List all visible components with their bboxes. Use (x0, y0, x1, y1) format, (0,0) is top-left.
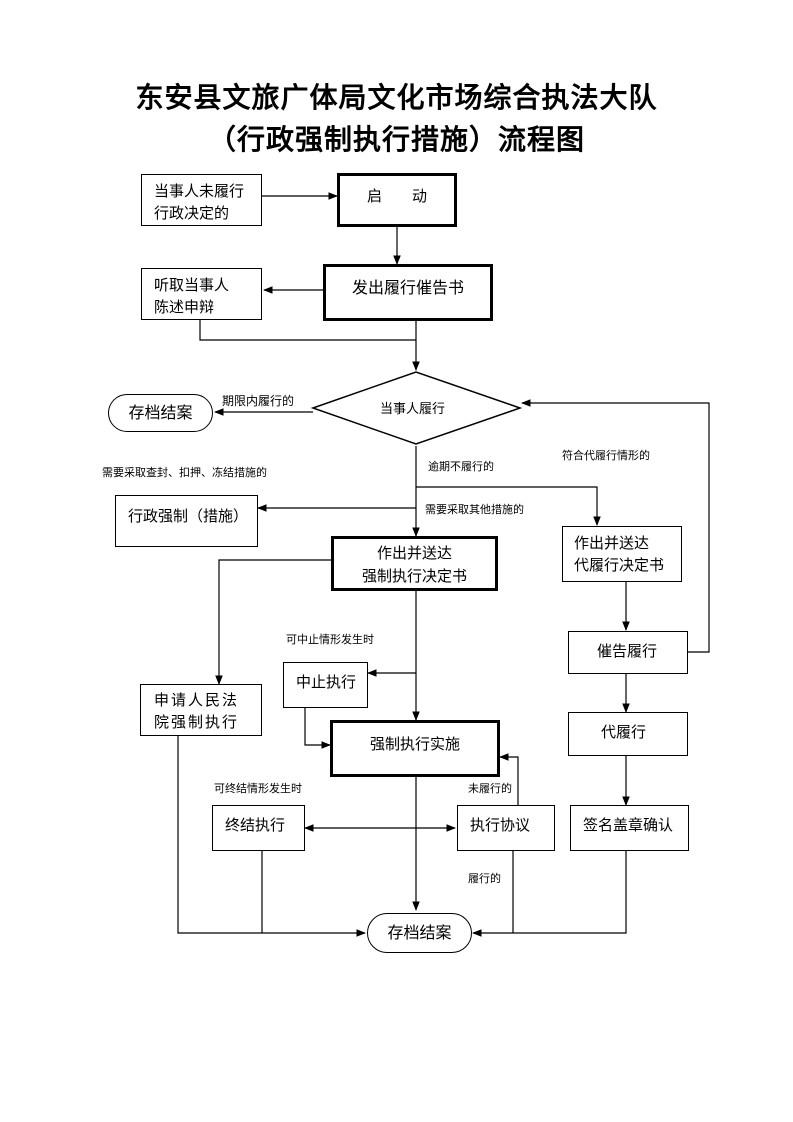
edge-branch-substitute (416, 486, 601, 526)
node-not-fulfilled: 当事人未履行 行政决定的 (141, 174, 262, 226)
node-apply-court-line1: 申请人民法 (154, 691, 240, 709)
node-apply-court-line2: 院强制执行 (154, 713, 240, 731)
edge-sign-archive (513, 851, 627, 934)
node-terminate-label: 终结执行 (225, 816, 286, 834)
node-apply-court: 申请人民法 院强制执行 (140, 684, 262, 736)
node-admin-coercion: 行政强制（措施） (115, 495, 258, 547)
node-hear-line1: 听取当事人 (154, 276, 230, 294)
node-sub-decision-line1: 作出并送达 (574, 534, 650, 552)
node-issue-notice: 发出履行催告书 (323, 264, 493, 321)
node-issue-notice-label: 发出履行催告书 (351, 278, 464, 297)
node-agreement: 执行协议 (457, 805, 555, 851)
label-can-terminate: 可终结情形发生时 (214, 782, 302, 795)
node-make-decision: 作出并送达 强制执行决定书 (331, 536, 498, 591)
node-make-substitute-decision: 作出并送达 代履行决定书 (562, 526, 682, 582)
edge-urge-diamond (521, 399, 710, 653)
label-substitute-case: 符合代履行情形的 (562, 449, 650, 462)
node-suspend: 中止执行 (283, 662, 368, 708)
label-performed: 履行的 (468, 872, 501, 885)
node-archive-bottom: 存档结案 (367, 913, 472, 953)
node-start-label: 启 动 (366, 187, 427, 205)
label-not-performed: 未履行的 (468, 782, 512, 795)
node-hear-statement: 听取当事人 陈述申辩 (141, 268, 262, 320)
node-sign-seal: 签名盖章确认 (570, 805, 689, 851)
node-not-fulfilled-line2: 行政决定的 (154, 204, 230, 222)
node-urge-label: 催告履行 (597, 642, 658, 660)
node-make-decision-line2: 强制执行决定书 (361, 567, 467, 585)
page-subtitle: （行政强制执行措施）流程图 (207, 123, 585, 156)
decision-diamond (310, 371, 523, 445)
node-hear-line2: 陈述申辩 (154, 298, 215, 316)
edge-decision-court (215, 559, 331, 685)
node-substitute: 代履行 (568, 712, 688, 756)
edge-court-archive (177, 736, 366, 937)
label-within-period: 期限内履行的 (222, 394, 295, 408)
node-sign-seal-label: 签名盖章确认 (583, 816, 674, 834)
edge-hear-merge (199, 320, 416, 341)
label-other-measures: 需要采取其他措施的 (425, 503, 524, 516)
node-enforce-label: 强制执行实施 (369, 735, 460, 753)
node-admin-coercion-label: 行政强制（措施） (128, 507, 249, 525)
node-urge: 催告履行 (568, 631, 688, 674)
node-archive-top: 存档结案 (108, 394, 213, 432)
label-seal-measures: 需要采取查封、扣押、冻结措施的 (102, 466, 267, 479)
node-make-decision-line1: 作出并送达 (376, 544, 452, 562)
node-suspend-label: 中止执行 (296, 673, 357, 691)
label-can-suspend: 可中止情形发生时 (286, 633, 374, 646)
node-terminate: 终结执行 (212, 805, 305, 851)
page-title: 东安县文旅广体局文化市场综合执法大队 (135, 81, 658, 114)
label-overdue: 逾期不履行的 (428, 460, 494, 473)
node-enforce: 强制执行实施 (330, 720, 500, 777)
node-not-fulfilled-line1: 当事人未履行 (154, 182, 245, 200)
node-start: 启 动 (337, 173, 457, 227)
edge-agreement-enforce (499, 753, 519, 805)
edge-suspend-enforce (304, 708, 331, 749)
node-sub-decision-line2: 代履行决定书 (574, 556, 665, 574)
node-agreement-label: 执行协议 (470, 816, 531, 834)
node-substitute-label: 代履行 (601, 723, 647, 741)
node-party-fulfills: 当事人履行 (380, 402, 446, 417)
